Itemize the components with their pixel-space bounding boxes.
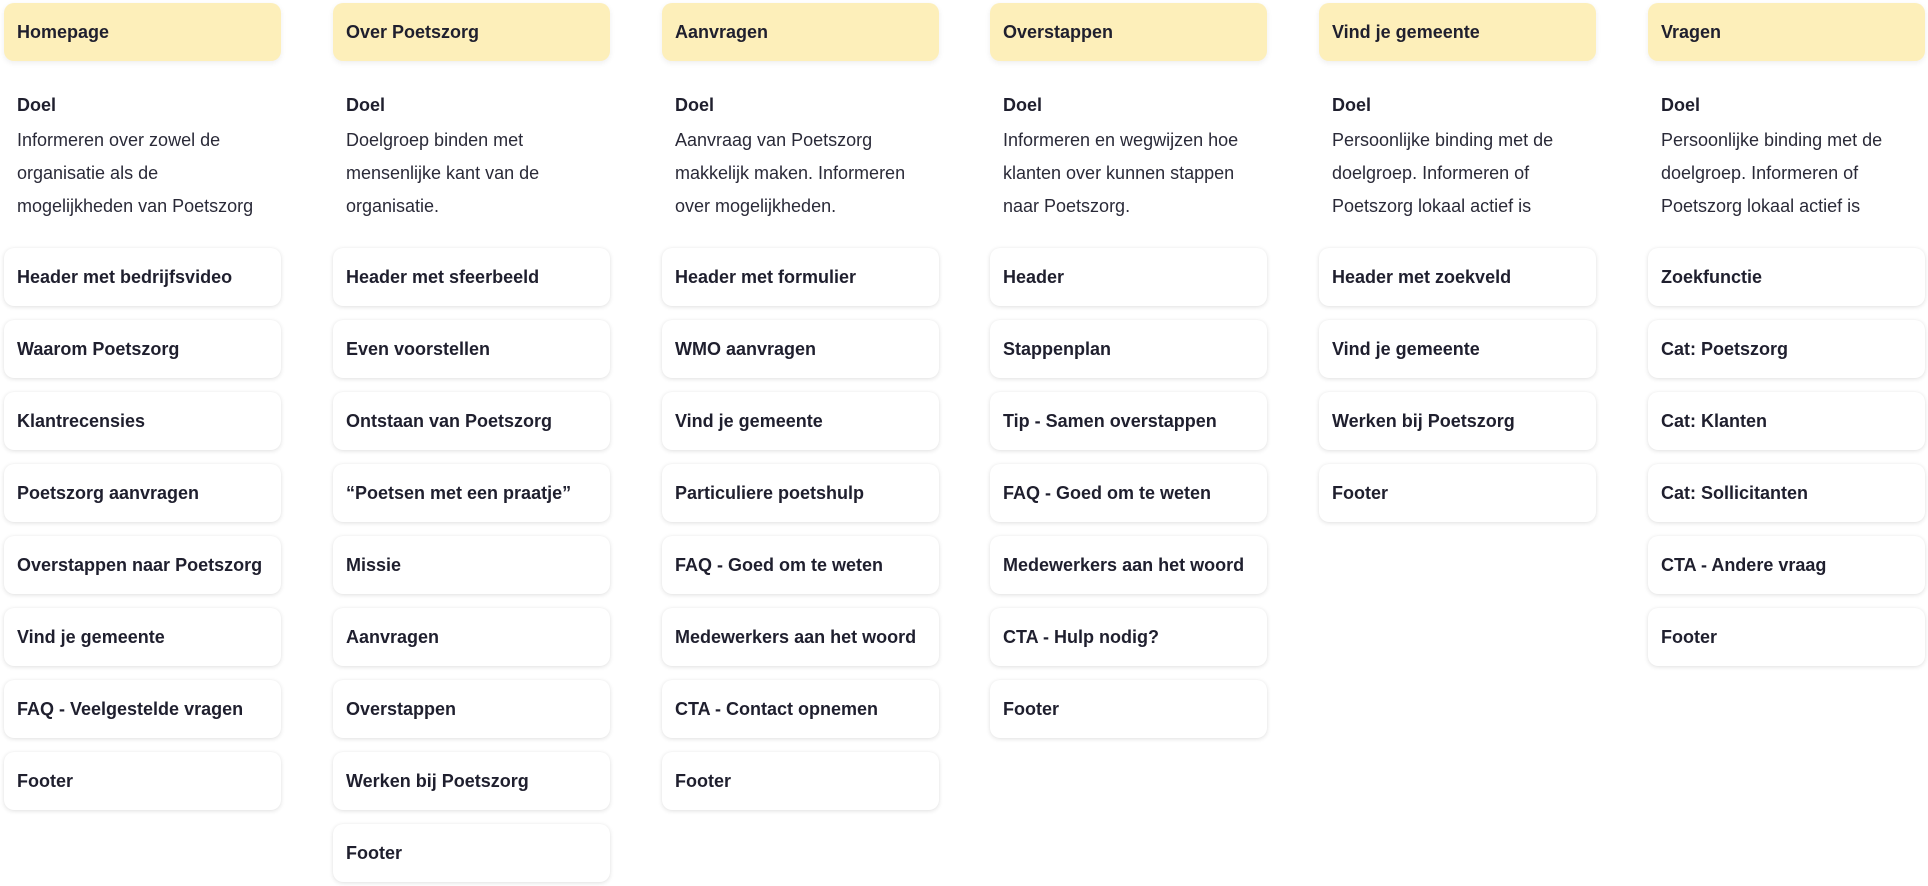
section-card[interactable]: Header met bedrijfsvideo bbox=[4, 248, 281, 306]
goal-description: Informeren en wegwijzen hoe klanten over… bbox=[1003, 130, 1239, 216]
section-card[interactable]: Footer bbox=[1648, 608, 1925, 666]
section-card[interactable]: CTA - Hulp nodig? bbox=[990, 608, 1267, 666]
page-title[interactable]: Overstappen bbox=[990, 3, 1267, 61]
page-title[interactable]: Vind je gemeente bbox=[1319, 3, 1596, 61]
section-card[interactable]: Particuliere poetshulp bbox=[662, 464, 939, 522]
section-card[interactable]: Medewerkers aan het woord bbox=[990, 536, 1267, 594]
section-card[interactable]: Medewerkers aan het woord bbox=[662, 608, 939, 666]
section-card[interactable]: Cat: Klanten bbox=[1648, 392, 1925, 450]
section-card[interactable]: Footer bbox=[662, 752, 939, 810]
section-card[interactable]: Stappenplan bbox=[990, 320, 1267, 378]
section-card[interactable]: Aanvragen bbox=[333, 608, 610, 666]
goal-description: Doelgroep binden met mensenlijke kant va… bbox=[346, 130, 540, 216]
section-card[interactable]: Header bbox=[990, 248, 1267, 306]
section-card[interactable]: Waarom Poetszorg bbox=[4, 320, 281, 378]
goal-label: Doel bbox=[346, 95, 386, 115]
page-title[interactable]: Homepage bbox=[4, 3, 281, 61]
section-card[interactable]: CTA - Contact opnemen bbox=[662, 680, 939, 738]
goal-description: Persoonlijke binding met de doelgroep. I… bbox=[1332, 130, 1554, 216]
section-card[interactable]: Ontstaan van Poetszorg bbox=[333, 392, 610, 450]
goal-label: Doel bbox=[1003, 95, 1043, 115]
section-card[interactable]: FAQ - Goed om te weten bbox=[990, 464, 1267, 522]
goal-label: Doel bbox=[1332, 95, 1372, 115]
section-card[interactable]: Vind je gemeente bbox=[4, 608, 281, 666]
section-card[interactable]: Klantrecensies bbox=[4, 392, 281, 450]
section-card[interactable]: Werken bij Poetszorg bbox=[333, 752, 610, 810]
section-card[interactable]: Poetszorg aanvragen bbox=[4, 464, 281, 522]
section-card[interactable]: Footer bbox=[990, 680, 1267, 738]
section-card[interactable]: Zoekfunctie bbox=[1648, 248, 1925, 306]
goal-description: Informeren over zowel de organisatie als… bbox=[17, 130, 254, 216]
section-card[interactable]: Vind je gemeente bbox=[1319, 320, 1596, 378]
goal-description: Aanvraag van Poetszorg makkelijk maken. … bbox=[675, 130, 906, 216]
section-card[interactable]: FAQ - Goed om te weten bbox=[662, 536, 939, 594]
section-card[interactable]: Footer bbox=[1319, 464, 1596, 522]
goal-description: Persoonlijke binding met de doelgroep. I… bbox=[1661, 130, 1883, 216]
section-card[interactable]: CTA - Andere vraag bbox=[1648, 536, 1925, 594]
section-card[interactable]: Header met sfeerbeeld bbox=[333, 248, 610, 306]
page-title[interactable]: Aanvragen bbox=[662, 3, 939, 61]
section-card[interactable]: Header met formulier bbox=[662, 248, 939, 306]
section-card[interactable]: Tip - Samen overstappen bbox=[990, 392, 1267, 450]
section-card[interactable]: Footer bbox=[4, 752, 281, 810]
section-card[interactable]: Missie bbox=[333, 536, 610, 594]
section-card[interactable]: Overstappen naar Poetszorg bbox=[4, 536, 281, 594]
section-card[interactable]: FAQ - Veelgestelde vragen bbox=[4, 680, 281, 738]
section-card[interactable]: “Poetsen met een praatje” bbox=[333, 464, 610, 522]
page-title[interactable]: Over Poetszorg bbox=[333, 3, 610, 61]
section-card[interactable]: WMO aanvragen bbox=[662, 320, 939, 378]
section-card[interactable]: Overstappen bbox=[333, 680, 610, 738]
goal-label: Doel bbox=[1661, 95, 1701, 115]
section-card[interactable]: Footer bbox=[333, 824, 610, 882]
page-title[interactable]: Vragen bbox=[1648, 3, 1925, 61]
section-card[interactable]: Even voorstellen bbox=[333, 320, 610, 378]
section-card[interactable]: Cat: Sollicitanten bbox=[1648, 464, 1925, 522]
section-card[interactable]: Vind je gemeente bbox=[662, 392, 939, 450]
section-card[interactable]: Werken bij Poetszorg bbox=[1319, 392, 1596, 450]
section-card[interactable]: Header met zoekveld bbox=[1319, 248, 1596, 306]
section-card[interactable]: Cat: Poetszorg bbox=[1648, 320, 1925, 378]
goal-label: Doel bbox=[675, 95, 715, 115]
goal-label: Doel bbox=[17, 95, 57, 115]
